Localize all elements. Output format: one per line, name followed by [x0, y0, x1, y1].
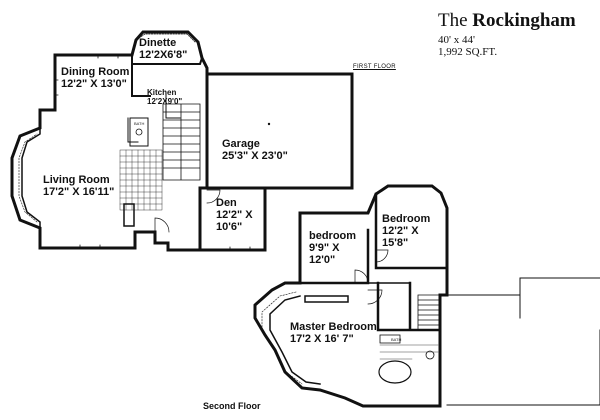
- room-garage: Garage 25'3" X 23'0": [222, 138, 288, 162]
- living-bay-inner-wall: [21, 127, 41, 229]
- room-dinette: Dinette 12'2X6'8": [139, 37, 187, 61]
- first-floor-windows: [54, 54, 251, 251]
- room-size: 10'6": [216, 221, 243, 233]
- tub: [378, 360, 412, 384]
- room-name: Den: [216, 197, 237, 209]
- room-den: Den 12'2" X 10'6": [216, 197, 253, 233]
- bedroom-3-door: [375, 249, 389, 263]
- den-door: [206, 189, 221, 204]
- room-size: 12'2" X: [216, 209, 253, 221]
- room-name: bedroom: [309, 230, 357, 242]
- room-size: 17'2" X 16'11": [43, 186, 115, 198]
- second-floor-outer-wall: [253, 184, 449, 408]
- upper-stair: [417, 294, 441, 331]
- room-name: Kitchen: [147, 88, 177, 97]
- room-bedroom-2: bedroom 9'9" X 12'0": [309, 230, 356, 266]
- fireplace: [123, 203, 135, 227]
- room-size: 9'9" X: [309, 242, 340, 254]
- garage-roof-outline: [446, 277, 600, 406]
- room-kitchen: Kitchen 12'2X9'0": [147, 88, 182, 106]
- dinette-window: [138, 33, 196, 43]
- room-living: Living Room 17'2" X 16'11": [43, 174, 114, 198]
- room-name: Living Room: [43, 174, 110, 186]
- master-bay-rail: [261, 291, 303, 385]
- bath-label: BATH: [391, 337, 402, 342]
- den-wall: [198, 186, 267, 252]
- room-name: Dining Room: [61, 66, 130, 78]
- room-size: 17'2 X 16' 7": [290, 333, 354, 345]
- room-name: Dinette: [139, 37, 177, 49]
- upper-toilet: [425, 350, 435, 360]
- closet: [304, 295, 349, 303]
- kitchen-wall: [131, 63, 151, 97]
- master-door: [367, 289, 383, 305]
- first-floor-label: FIRST FLOOR: [353, 64, 396, 70]
- second-floor-label: Second Floor: [203, 401, 261, 411]
- room-master-bedroom: Master Bedroom 17'2 X 16' 7": [290, 321, 377, 345]
- hall-wall: [367, 267, 411, 284]
- room-size: 12'2" X 13'0": [61, 78, 127, 90]
- title-prefix: The: [438, 10, 468, 31]
- room-name: Master Bedroom: [290, 321, 377, 333]
- living-bay-rail: [18, 133, 38, 223]
- plan-area: 1,992 SQ.FT.: [438, 46, 498, 58]
- dinette-wall: [131, 54, 204, 65]
- stair: [162, 103, 201, 181]
- bedroom-3-wall: [374, 192, 449, 270]
- half-bath: [129, 117, 149, 147]
- room-size: 15'8": [382, 237, 409, 249]
- bath-wall: [376, 281, 442, 332]
- bath-tile: [379, 344, 439, 360]
- toilet: [135, 128, 143, 136]
- bath-label: BATH: [134, 121, 145, 126]
- room-size: 25'3" X 23'0": [222, 150, 288, 162]
- master-bay-inner-wall: [269, 295, 321, 385]
- room-size: 12'0": [309, 254, 336, 266]
- kitchen-tile-grid: [119, 149, 163, 211]
- plan-dimensions: 40' x 44': [438, 34, 475, 46]
- room-size: 12'2X9'0": [147, 97, 183, 106]
- room-name: Bedroom: [382, 213, 431, 225]
- bedroom-2-door: [354, 269, 369, 284]
- room-bedroom-3: Bedroom 12'2" X 15'8": [382, 213, 430, 249]
- title-name: Rockingham: [472, 10, 576, 31]
- room-size: 12'2X6'8": [139, 49, 188, 61]
- kitchen-counter: [127, 93, 181, 143]
- room-dining: Dining Room 12'2" X 13'0": [61, 66, 129, 90]
- vanity: [379, 334, 401, 344]
- room-size: 12'2" X: [382, 225, 419, 237]
- plan-title: The Rockingham: [438, 10, 576, 32]
- garage-wall: [198, 72, 267, 190]
- room-name: Garage: [222, 138, 260, 150]
- entry-door: [154, 217, 170, 233]
- garage-marker: [267, 122, 271, 126]
